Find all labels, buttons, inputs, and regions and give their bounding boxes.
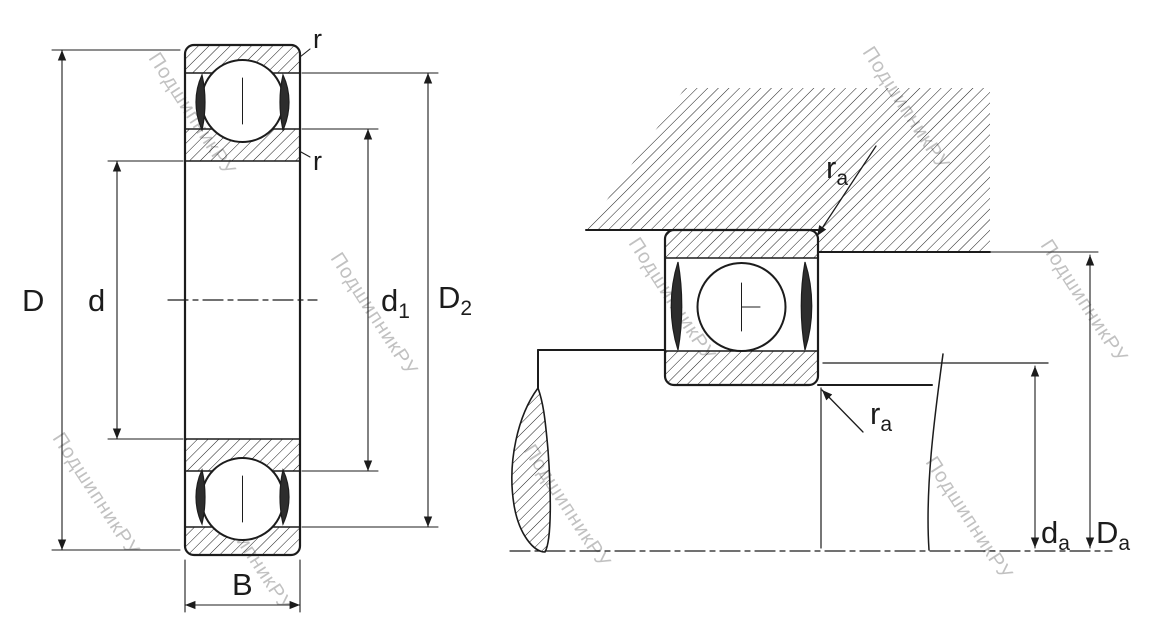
dimension-d1: [301, 128, 379, 472]
label-ra-top: ra: [826, 150, 848, 190]
label-D2-sub: 2: [460, 297, 472, 320]
seal-bottom-right: [279, 468, 290, 526]
label-B: B: [232, 567, 253, 602]
r-side-leader: [300, 151, 311, 158]
seal-mounted-right: [800, 261, 813, 351]
outer-ring-section: [665, 230, 818, 258]
label-ra-bottom-sub: a: [880, 413, 892, 436]
dimension-D: [51, 49, 181, 551]
label-da-sub: a: [1058, 532, 1070, 555]
label-ra-bottom: ra: [870, 396, 892, 436]
label-D2-main: D: [438, 280, 460, 315]
r-top-leader: [299, 48, 311, 58]
label-Da: Da: [1096, 515, 1130, 555]
label-Da-main: D: [1096, 515, 1118, 550]
label-d1-main: d: [381, 283, 398, 318]
label-d1-sub: 1: [398, 300, 410, 323]
shaft-break-curve: [927, 353, 944, 551]
label-r-top: r: [313, 24, 322, 54]
seals-front-view: [195, 73, 290, 526]
seal-mounted-left: [670, 261, 683, 351]
label-da: da: [1041, 515, 1070, 555]
bearing-mounted-outline: [663, 228, 820, 387]
label-ra-top-sub: a: [836, 167, 848, 190]
dimension-B: [184, 559, 301, 613]
seal-bottom-left: [195, 468, 206, 526]
ra-bottom-leader: [821, 389, 864, 433]
shaft-break-hatched-section: [511, 386, 552, 553]
label-D: D: [22, 283, 44, 318]
ra-top-leader: [816, 145, 877, 237]
label-D2: D2: [438, 280, 472, 320]
bearing-mounted-view: ra ra da Da: [509, 88, 1130, 555]
label-r-side: r: [313, 146, 322, 176]
label-Da-sub: a: [1118, 532, 1130, 555]
inner-ring-section: [665, 351, 818, 385]
watermark-text: ПодшипникРУ: [1036, 236, 1132, 367]
label-ra-bottom-main: r: [870, 396, 880, 431]
dimension-d: [107, 160, 184, 440]
label-da-main: d: [1041, 515, 1058, 550]
dimension-D2: [301, 72, 439, 528]
housing-hatched-section: [586, 88, 990, 252]
seal-top-left: [195, 73, 206, 132]
label-d1: d1: [381, 283, 410, 323]
label-d: d: [88, 283, 105, 318]
label-ra-top-main: r: [826, 150, 836, 185]
mounted-ring-sections: [665, 230, 818, 385]
watermark-text: ПодшипникРУ: [921, 453, 1017, 584]
bearing-front-view: D d d1 D2 B r: [22, 24, 472, 613]
seals-mounted-view: [670, 261, 813, 351]
seal-top-right: [279, 73, 290, 132]
